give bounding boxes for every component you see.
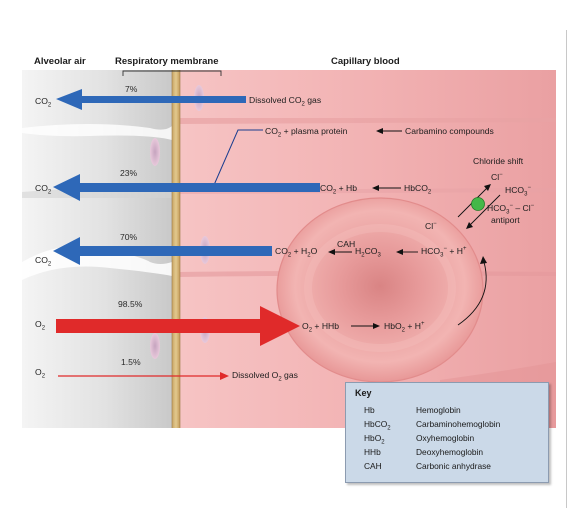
plasma-protein-connector: [213, 129, 263, 186]
plasma-protein-label: CO2 + plasma protein: [265, 126, 348, 139]
key-definition: Carbaminohemoglobin: [416, 419, 501, 429]
dissolved-o2-label: Dissolved O2 gas: [232, 370, 298, 383]
hco3-h-label: HCO3− + H+: [421, 246, 467, 259]
key-definition: Hemoglobin: [416, 405, 461, 415]
hplus-curve-arrow: [457, 256, 487, 326]
hhb-arrow: [351, 323, 380, 329]
cell-nucleus: [150, 333, 160, 359]
co2-arrow-dissolved: [56, 89, 246, 110]
antiport-label: antiport: [491, 215, 520, 225]
gas-label-co2: CO2: [35, 255, 52, 268]
membrane-bracket: [122, 70, 222, 76]
percent-label: 7%: [125, 84, 138, 94]
hco3-right-label: HCO3−: [505, 185, 531, 198]
antiport-protein: [471, 197, 485, 211]
carbamino-arrow: [376, 128, 402, 134]
co2-arrow-bicarbonate: [53, 237, 272, 265]
co2-hb-label: CO2 + Hb: [320, 183, 358, 196]
o2-arrow-dissolved: [58, 372, 229, 380]
key-box: Key Hb Hemoglobin HbCO2 Carbaminohemoglo…: [345, 382, 549, 483]
co2-arrow-carbamino: [53, 174, 320, 201]
gas-label-co2: CO2: [35, 96, 52, 109]
h2co3-label: H2CO3: [355, 246, 381, 259]
key-definition: Oxyhemoglobin: [416, 433, 475, 443]
capillary-blood-header: Capillary blood: [331, 56, 400, 67]
key-abbr: Hb: [364, 405, 375, 415]
carbamino-label: Carbamino compounds: [405, 126, 494, 136]
percent-label: 23%: [120, 168, 138, 178]
hbo2-h-label: HbO2 + H+: [384, 321, 425, 334]
cah-label: CAH: [337, 239, 356, 249]
hco3-arrow: [396, 249, 418, 255]
respiratory-membrane-header: Respiratory membrane: [115, 56, 219, 67]
key-abbr: HHb: [364, 447, 381, 457]
key-definition: Carbonic anhydrase: [416, 461, 491, 471]
o2-arrow-hemoglobin: [56, 306, 300, 346]
cl-top-label: Cl−: [491, 172, 503, 182]
percent-label: 70%: [120, 232, 138, 242]
antiport-arrow-in: [466, 194, 501, 229]
key-abbr: CAH: [364, 461, 382, 471]
hbco2-arrow: [372, 185, 401, 191]
co2-h2o-label: CO2 + H2O: [275, 246, 318, 259]
o2-hhb-label: O2 + HHb: [302, 321, 340, 334]
chloride-shift-label: Chloride shift: [473, 156, 524, 166]
gas-label-o2: O2: [35, 319, 46, 332]
gas-label-o2: O2: [35, 367, 46, 380]
key-definition: Deoxyhemoglobin: [416, 447, 484, 457]
alveolar-air-header: Alveolar air: [34, 56, 86, 67]
key-abbr: HbCO2: [364, 419, 391, 432]
key-title: Key: [355, 388, 372, 398]
gas-label-co2: CO2: [35, 183, 52, 196]
page-divider: [566, 30, 567, 508]
key-abbr: HbO2: [364, 433, 385, 446]
hbco2-label: HbCO2: [404, 183, 432, 196]
cell-nucleus: [150, 138, 160, 166]
exchange-label: HCO3− – Cl−: [487, 203, 535, 216]
percent-label: 1.5%: [121, 357, 141, 367]
cl-left-label: Cl−: [425, 221, 437, 231]
percent-label: 98.5%: [118, 299, 143, 309]
h2co3-arrow: [328, 249, 352, 255]
dissolved-co2-label: Dissolved CO2 gas: [249, 95, 322, 108]
